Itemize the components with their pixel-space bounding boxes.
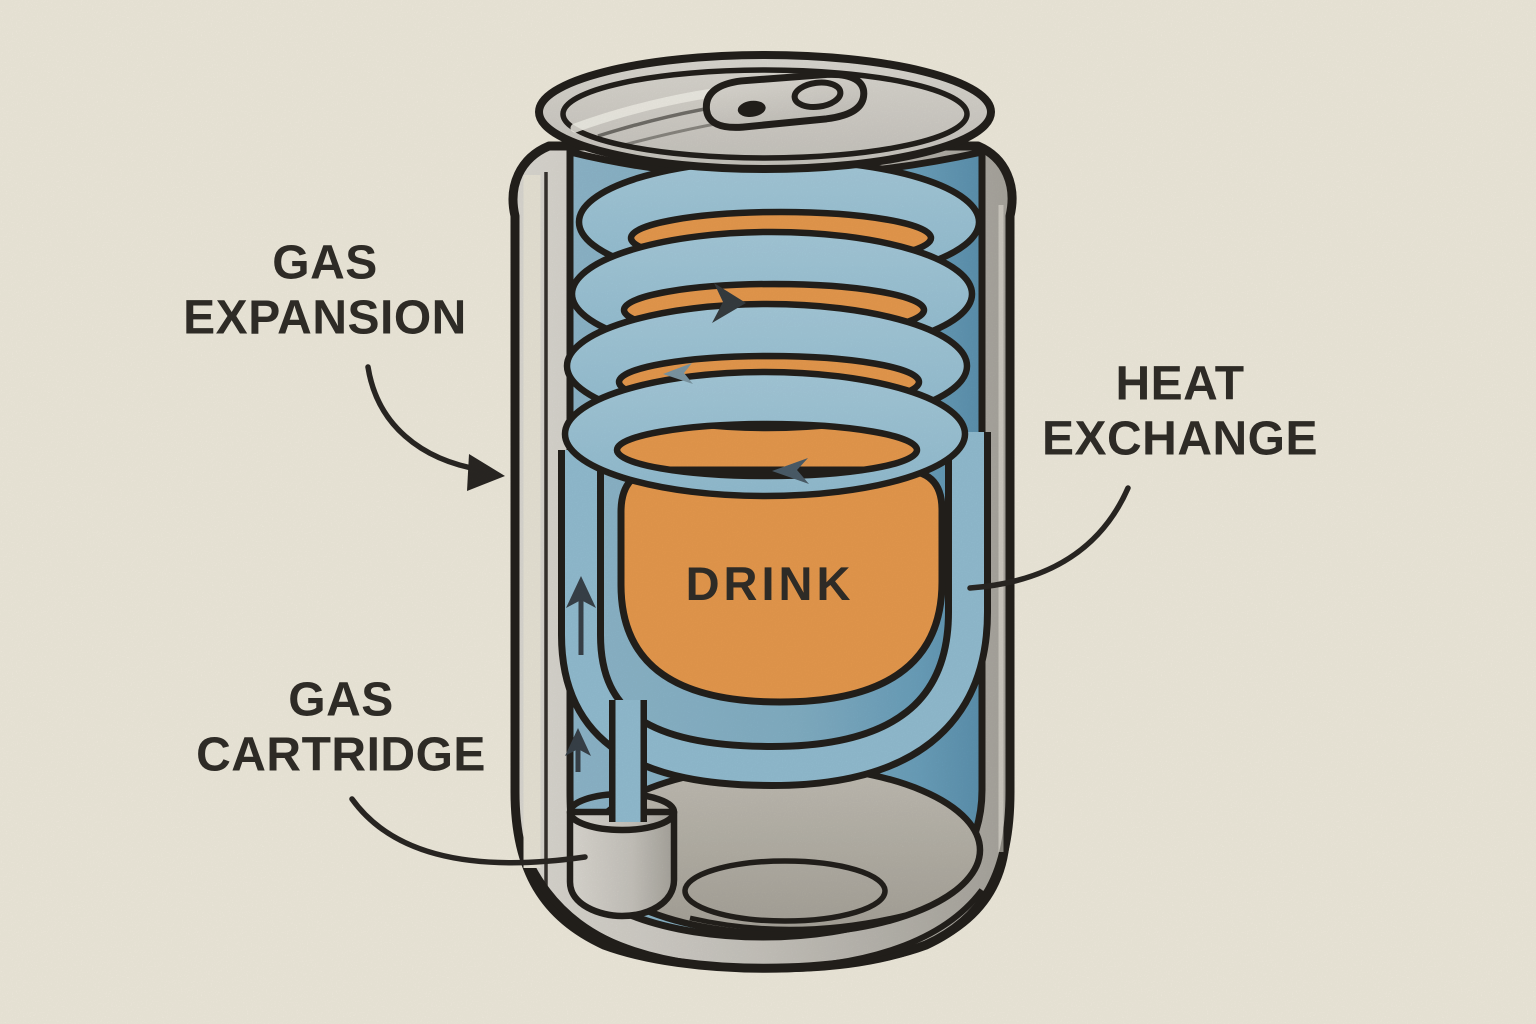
label-gas-expansion: GAS EXPANSION xyxy=(183,236,467,345)
label-gas-cartridge-line1: GAS xyxy=(288,673,394,727)
label-gas-cartridge-line2: CARTRIDGE xyxy=(196,728,486,781)
label-gas-cartridge: GAS CARTRIDGE xyxy=(196,673,486,782)
label-heat-exchange-line1: HEAT xyxy=(1115,357,1245,411)
label-heat-exchange-line2: EXCHANGE xyxy=(1041,412,1319,465)
label-gas-expansion-line2: EXPANSION xyxy=(183,291,467,344)
label-heat-exchange: HEAT EXCHANGE xyxy=(1042,357,1318,466)
label-drink: DRINK xyxy=(685,557,855,611)
label-gas-expansion-line1: GAS xyxy=(272,236,378,290)
